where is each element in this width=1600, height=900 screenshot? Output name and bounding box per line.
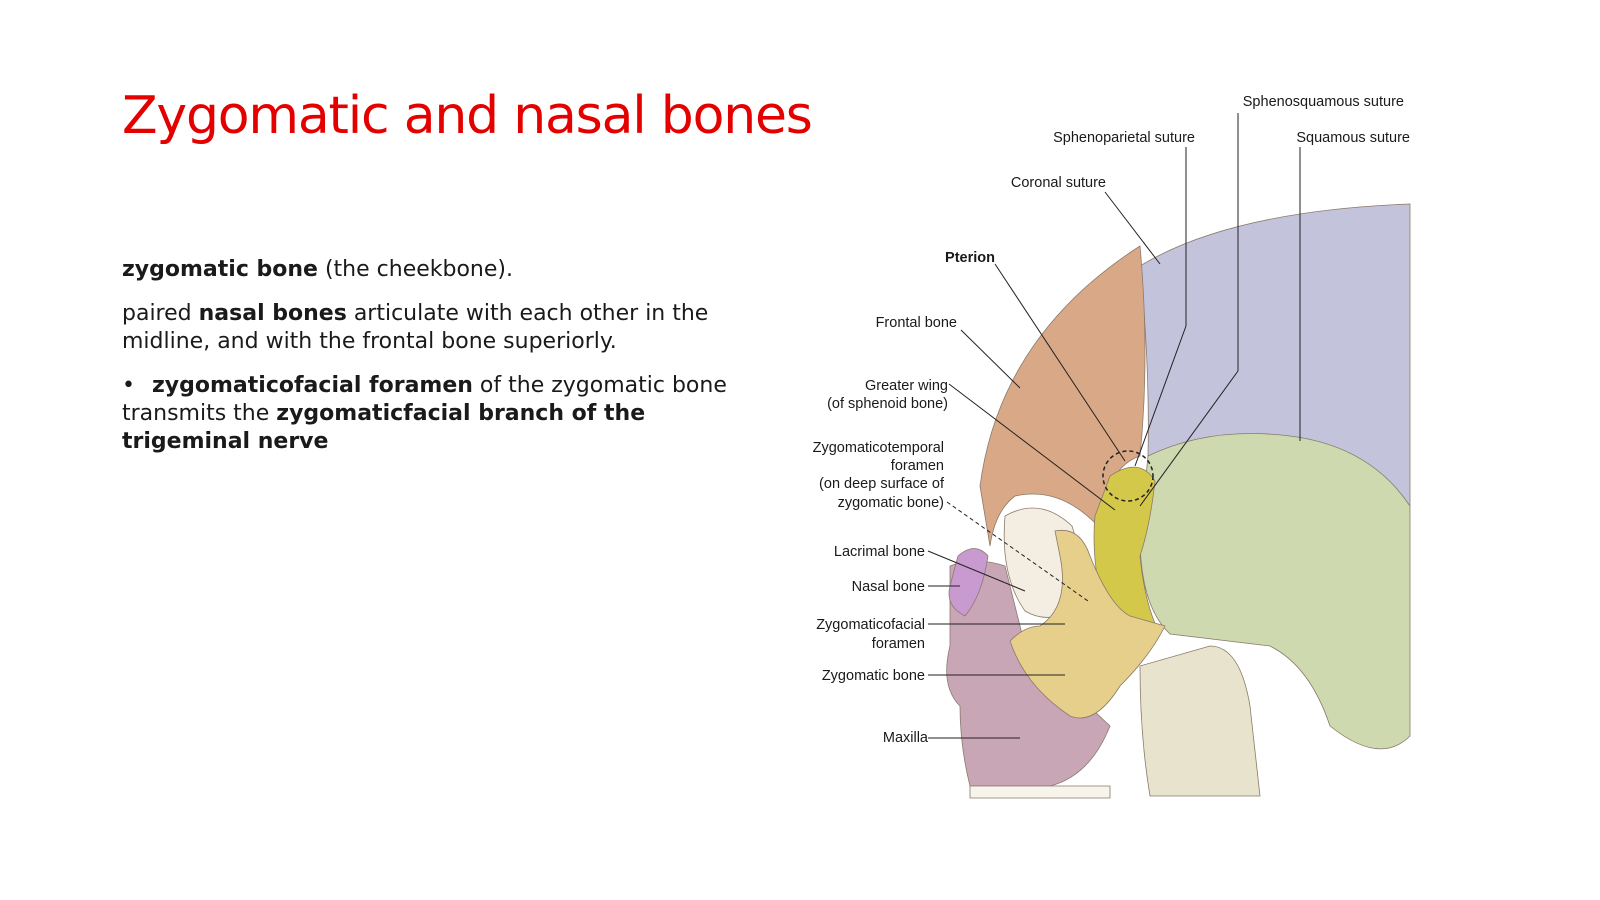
slide-title: Zygomatic and nasal bones — [122, 86, 813, 146]
zygomatic-description: (the cheekbone). — [317, 257, 513, 282]
nasal-paragraph: paired nasal bones articulate with each … — [122, 300, 762, 356]
nasal-prefix: paired — [122, 301, 199, 326]
zygomatic-bone-term: zygomatic bone — [122, 257, 318, 282]
leader-lines — [927, 113, 1301, 739]
nasal-bones-term: nasal bones — [198, 301, 347, 326]
label-lacrimal: Lacrimal bone — [834, 544, 925, 560]
zygomatic-bone-shape — [1009, 529, 1166, 719]
skull-illustration: Sphenosquamous suture Sphenoparietal sut… — [810, 86, 1460, 820]
pterion-circle — [1102, 450, 1154, 502]
label-greater-wing-1: Greater wing — [865, 378, 948, 394]
coronal-leader — [1104, 191, 1161, 265]
skull-drawing — [946, 203, 1411, 799]
label-frontal: Frontal bone — [876, 315, 957, 331]
zygomatic-paragraph: zygomatic bone (the cheekbone). — [122, 256, 762, 284]
label-zf-2: foramen — [872, 636, 925, 652]
pterion-leader — [994, 263, 1126, 462]
zt-leader — [946, 501, 1089, 602]
label-squamous: Squamous suture — [1296, 130, 1410, 146]
greater-wing-leader — [948, 383, 1116, 511]
label-zt-1: Zygomaticotemporal — [813, 440, 944, 456]
lacrimal-leader — [927, 550, 1026, 592]
label-greater-wing-2: (of sphenoid bone) — [827, 396, 948, 412]
label-coronal: Coronal suture — [1011, 175, 1106, 191]
teeth-shape — [969, 785, 1111, 799]
nerve-branch-term: zygomaticfacial branch of the trigeminal… — [122, 401, 646, 454]
label-zf-1: Zygomaticofacial — [816, 617, 925, 633]
foramen-term: zygomaticofacial foramen — [152, 373, 473, 398]
skull-diagram: Sphenosquamous suture Sphenoparietal sut… — [813, 94, 1411, 799]
label-pterion: Pterion — [945, 250, 995, 266]
label-nasal: Nasal bone — [852, 579, 925, 595]
sphenoparietal-leader-2 — [1134, 325, 1187, 467]
label-zt-3: (on deep surface of — [819, 476, 945, 492]
bullet-marker: • — [122, 373, 135, 398]
label-zt-4: zygomatic bone) — [838, 495, 944, 511]
slide-body: zygomatic bone (the cheekbone). paired n… — [122, 256, 762, 472]
mandible-shape — [1139, 645, 1261, 797]
label-zygomatic: Zygomatic bone — [822, 668, 925, 684]
label-sphenoparietal: Sphenoparietal suture — [1053, 130, 1195, 146]
label-zt-2: foramen — [891, 458, 944, 474]
sphenosquamous-leader-2 — [1139, 370, 1239, 507]
nasal-bone-shape — [948, 548, 989, 617]
frontal-leader — [960, 329, 1021, 389]
bullet-item: • zygomaticofacial foramen of the zygomat… — [122, 372, 762, 456]
label-maxilla: Maxilla — [883, 730, 929, 746]
nasal-description: articulate with each other in the midlin… — [122, 301, 709, 354]
frontal-bone-shape — [979, 245, 1146, 547]
label-sphenosquamous: Sphenosquamous suture — [1243, 94, 1404, 110]
bullet-middle-text: of the zygomatic bone transmits the — [122, 373, 727, 426]
